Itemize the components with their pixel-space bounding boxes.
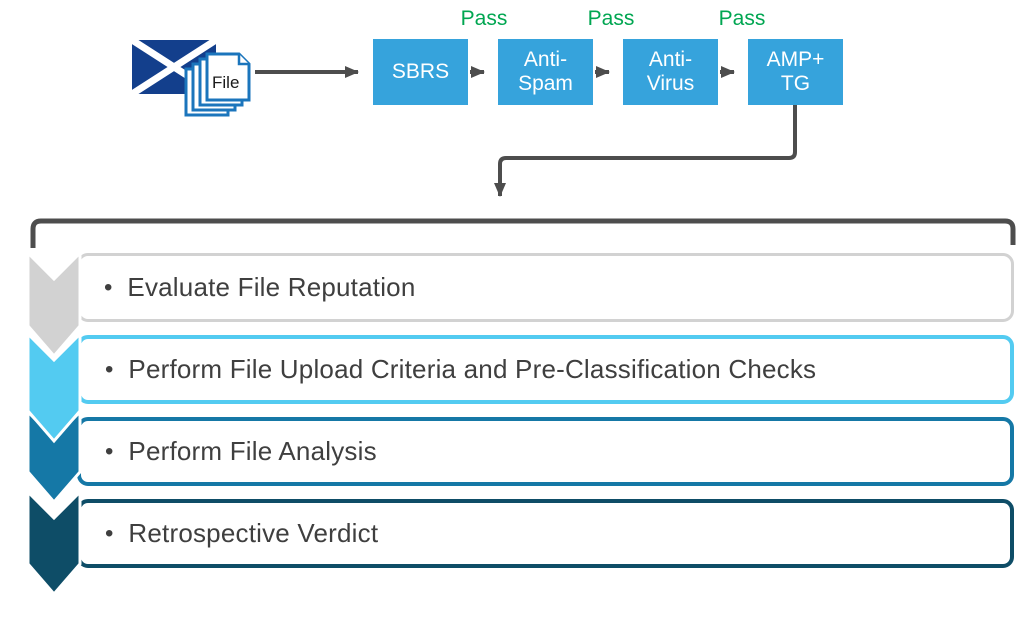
connector-amptg-to-process <box>494 105 797 197</box>
bullet: • <box>105 519 114 547</box>
pass-label: Pass <box>718 7 766 30</box>
process-step-file-upload-criteria: • Perform File Upload Criteria and Pre-C… <box>77 335 1014 404</box>
step-label: Evaluate File Reputation <box>127 272 416 302</box>
chevron-step-1 <box>26 249 82 359</box>
step-label: Perform File Upload Criteria and Pre-Cla… <box>128 354 817 384</box>
stage-sbrs-label: SBRS <box>391 59 450 83</box>
step-label: Retrospective Verdict <box>128 518 379 548</box>
file-label: File <box>212 73 239 92</box>
process-step-evaluate-file-reputation: • Evaluate File Reputation <box>77 253 1014 322</box>
step-label: Perform File Analysis <box>128 436 377 466</box>
bracket <box>30 218 1016 248</box>
stage-amp-tg: AMP+ TG <box>748 39 843 105</box>
stage-anti-virus: Anti- Virus <box>623 39 718 105</box>
stage-amp-tg-label: AMP+ TG <box>766 47 825 95</box>
bullet: • <box>105 437 114 465</box>
chevron-step-4 <box>26 488 82 597</box>
email-with-file-icon: File <box>132 40 251 117</box>
file-stack-icon: File <box>184 52 251 117</box>
chevron-step-2 <box>26 330 82 444</box>
stage-anti-virus-label: Anti- Virus <box>646 47 695 95</box>
stage-anti-spam: Anti- Spam <box>498 39 593 105</box>
process-step-file-analysis: • Perform File Analysis <box>77 417 1014 486</box>
bullet: • <box>105 355 114 383</box>
bullet: • <box>104 273 113 301</box>
process-step-retrospective-verdict: • Retrospective Verdict <box>77 499 1014 568</box>
pass-label: Pass <box>460 7 508 30</box>
chevron-step-3 <box>26 408 82 505</box>
stage-sbrs: SBRS <box>373 39 468 105</box>
pass-label: Pass <box>587 7 635 30</box>
stage-anti-spam-label: Anti- Spam <box>518 47 573 95</box>
